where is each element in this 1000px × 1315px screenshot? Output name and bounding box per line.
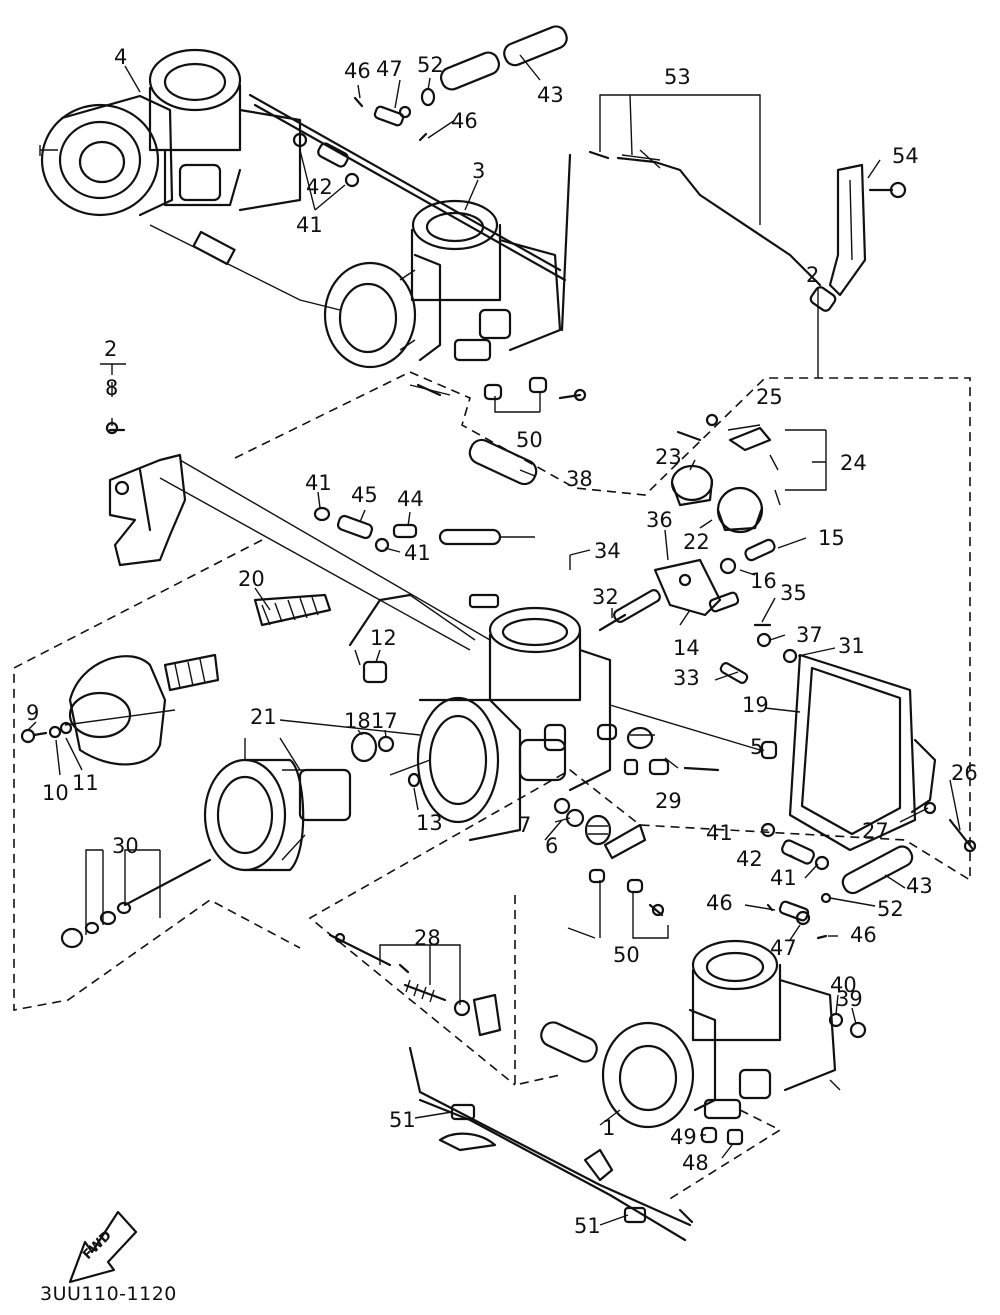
callout-37: 37 [796,623,823,647]
diaphragm-cover-group [20,593,332,766]
callout-39: 39 [836,987,863,1011]
callout-46-top-right: 46 [451,109,478,133]
callout-49: 49 [670,1125,697,1149]
parts-50-38-upper [409,376,587,486]
fwd-label: FWD [80,1228,115,1263]
callout-27: 27 [862,819,889,843]
callout-21: 21 [250,705,277,729]
callout-31: 31 [838,634,865,658]
callout-7: 7 [518,813,531,837]
callout-50-upper: 50 [516,428,543,452]
piston-valve-21 [203,758,352,872]
callout-43-top: 43 [537,83,564,107]
bracket-8 [105,421,187,567]
callout-18: 18 [344,709,371,733]
group-outline-main [234,371,971,1086]
callout-38: 38 [566,467,593,491]
fuel-joint-parts-middle [313,506,535,553]
callout-53: 53 [664,65,691,89]
carburetor-assembly-4 [39,48,567,311]
callout-11: 11 [72,771,99,795]
callout-24: 24 [840,451,867,475]
callout-20: 20 [238,567,265,591]
callout-47-top: 47 [376,57,403,81]
callout-5: 5 [750,735,763,759]
callout-30: 30 [112,834,139,858]
throttle-linkage-51 [408,1046,694,1242]
callout-28: 28 [414,926,441,950]
callout-13: 13 [416,811,443,835]
callout-23: 23 [655,445,682,469]
callout-16: 16 [750,569,777,593]
group-outline-lower [514,895,561,1086]
callout-41-lower-left: 41 [706,821,733,845]
callout-3: 3 [472,159,485,183]
callout-41-middle-left: 41 [305,471,332,495]
carburetor-assembly-3 [323,199,562,369]
callout-25: 25 [756,385,783,409]
callout-42-lower: 42 [736,847,763,871]
throttle-spring-group [584,814,665,917]
group-outline-left [13,539,301,1011]
fuel-joint-parts-lower [760,822,914,940]
throttle-cable-53 [560,149,837,332]
callout-33: 33 [673,666,700,690]
callout-41-lower-right: 41 [770,866,797,890]
carburetor-assembly-1 [540,939,867,1146]
callout-32: 32 [592,585,619,609]
callout-45: 45 [351,483,378,507]
guide-lines [64,459,761,776]
callout-46-top-left: 46 [344,59,371,83]
callout-51-upper: 51 [389,1108,416,1132]
fuel-joint-parts-top [292,25,568,188]
callout-40: 40 [830,973,857,997]
callout-46-lower-left: 46 [706,891,733,915]
callout-29: 29 [655,789,682,813]
callout-15: 15 [818,526,845,550]
callout-1: 1 [602,1116,615,1140]
callout-48: 48 [682,1151,709,1175]
callout-41-middle-right: 41 [404,541,431,565]
callout-8: 8 [105,376,118,400]
callout-52-lower: 52 [877,897,904,921]
callout-47-lower: 47 [770,936,797,960]
callout-12: 12 [370,626,397,650]
float-bowl-19 [788,653,977,853]
drawing-code: 3UU110-1120 [40,1283,177,1305]
choke-parts-group [569,413,798,684]
callout-2-right: 2 [806,263,819,287]
callout-41-top: 41 [296,213,323,237]
callout-51-lower: 51 [574,1214,601,1238]
callout-2-left: 2 [104,337,117,361]
fwd-arrow-icon: FWD [68,1210,138,1284]
callout-17: 17 [371,709,398,733]
callout-26: 26 [951,761,978,785]
jet-parts-29-5 [553,723,778,828]
callout-50-lower: 50 [613,943,640,967]
callout-35: 35 [780,581,807,605]
callout-labels: 1 2 2 3 4 5 6 7 8 9 10 11 12 13 14 15 16… [26,45,978,1238]
callout-14: 14 [673,636,700,660]
callout-46-lower-right: 46 [850,923,877,947]
callout-4: 4 [114,45,127,69]
leader-lines [27,54,961,1226]
callout-6: 6 [545,834,558,858]
callout-52-top: 52 [417,53,444,77]
callout-22: 22 [683,530,710,554]
callout-10: 10 [42,781,69,805]
callout-43-lower: 43 [906,874,933,898]
callout-44: 44 [397,487,424,511]
cable-bracket-54 [828,163,907,297]
callout-54: 54 [892,144,919,168]
needle-jet-30 [60,858,212,949]
callout-19: 19 [742,693,769,717]
callout-42-top: 42 [306,175,333,199]
callout-9: 9 [26,701,39,725]
callout-36: 36 [646,508,673,532]
callout-34: 34 [594,539,621,563]
